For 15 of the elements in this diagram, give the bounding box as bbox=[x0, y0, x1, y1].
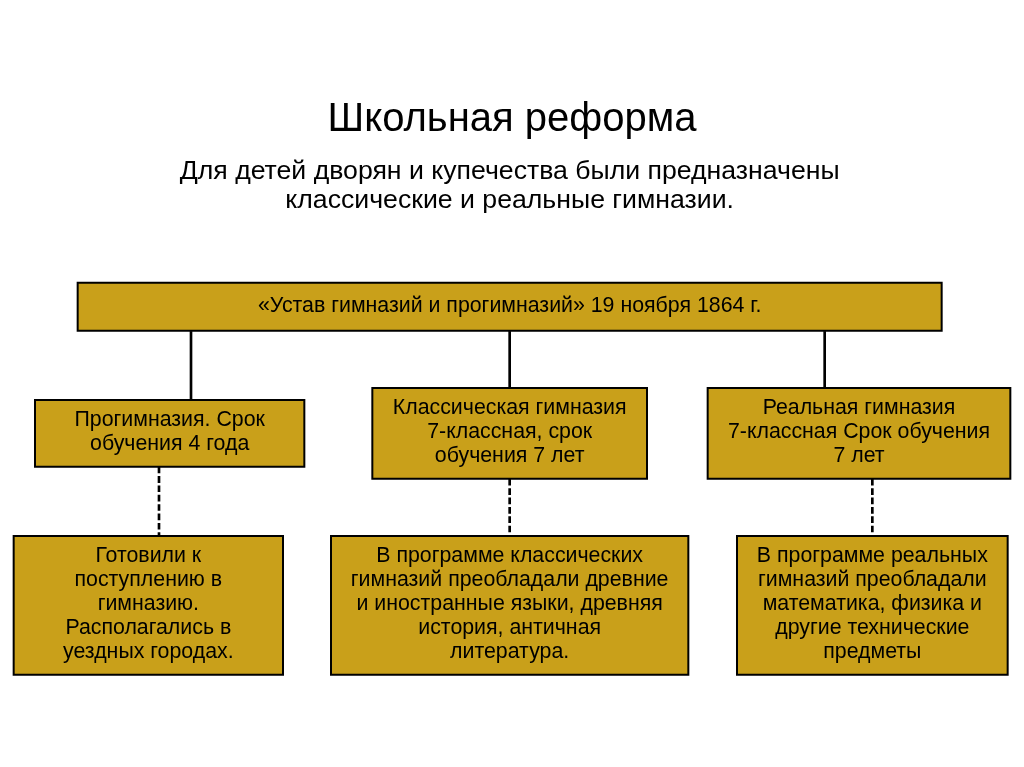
node-box: В программе классических гимназий преобладали древние и иностранные языки, древняя история, античная литература. bbox=[330, 534, 690, 676]
node-box: «Устав гимназий и прогимназий» 19 ноября 1864 г. bbox=[76, 281, 943, 332]
node-box: Реальная гимназия 7-классная Срок обучения 7 лет bbox=[706, 386, 1012, 480]
connector bbox=[508, 330, 511, 388]
label: Для детей дворян и купечества были предназначены классические и реальные гимназии. bbox=[179, 154, 840, 214]
connector bbox=[508, 478, 511, 535]
connector bbox=[823, 330, 826, 388]
connector bbox=[157, 466, 161, 536]
connector bbox=[871, 478, 874, 535]
connector bbox=[189, 330, 193, 400]
node-box: Классическая гимназия 7-классная, срок обучения 7 лет bbox=[371, 386, 648, 480]
node-box: Прогимназия. Срок обучения 4 года bbox=[34, 398, 306, 468]
diagram-title: Школьная реформа bbox=[327, 94, 697, 139]
node-box: Готовили к поступлению в гимназию. Располагались в уездных городах. bbox=[12, 534, 284, 676]
node-box: В программе реальных гимназий преобладали математика, физика и другие технические предметы bbox=[736, 534, 1009, 676]
